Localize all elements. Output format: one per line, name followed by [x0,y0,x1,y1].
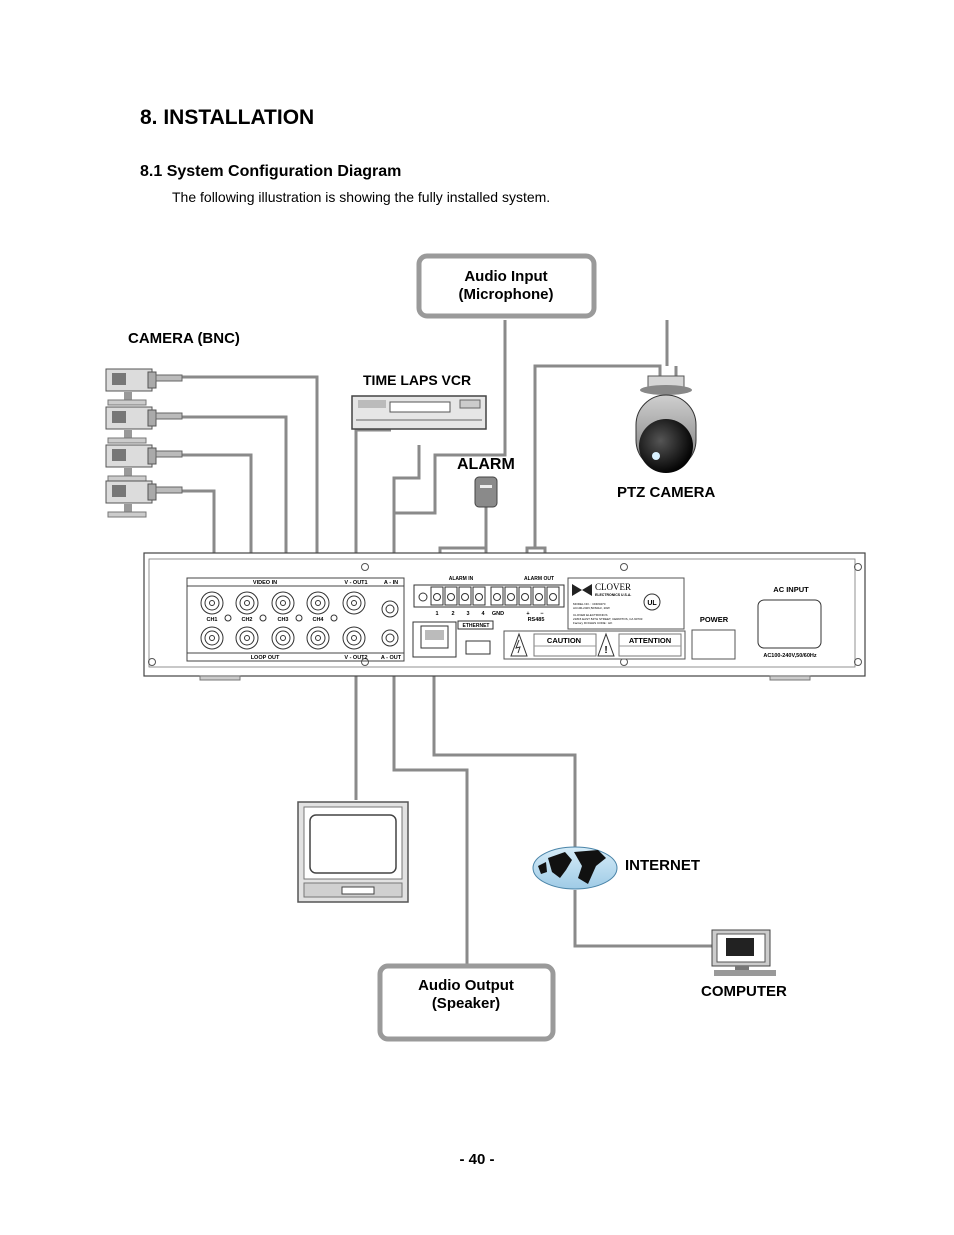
wire-ch3 [182,415,288,578]
alarm-label: ALARM [457,456,515,473]
ch3-label: CH3 [277,617,288,623]
panel-text: 4 [481,611,485,617]
panel-text: 3 [466,611,469,617]
panel-text: ELECTRONICS U.S.A. [595,593,631,597]
vcr-label: TIME LAPS VCR [363,372,471,388]
dvr-rear-panel: VIDEO IN V - OUT1 A - IN LOOP OUT V - OU… [143,552,866,681]
rs485-label: RS485 [528,617,545,623]
ac-rating-label: AC100-240V,50/60Hz [763,653,817,659]
wire-ch4 [182,375,319,578]
camera-icon [105,406,183,444]
caution-label: CAUTION [547,636,581,645]
panel-text: GND [492,611,504,617]
wire-vcr-vout1 [354,428,391,578]
panel-text: AC100-240V,50/60Hz, 20W [573,606,610,610]
camera-icon [105,480,183,518]
panel-text: UL [647,600,657,607]
ethernet-label: ETHERNET [463,623,490,629]
camera-bnc-label: CAMERA (BNC) [128,330,240,347]
clover-logo-icon [572,584,592,596]
camera-icon [105,444,183,482]
internet-label: INTERNET [625,857,700,874]
alarm-in-label: ALARM IN [449,576,474,582]
microphone-label: (Microphone) [459,286,554,303]
internet-globe-icon [532,846,618,890]
panel-text: 2 [451,611,454,617]
panel-text: MODEL NO. : CDR0470 [573,602,606,606]
page-heading: 8. INSTALLATION [140,106,315,129]
audio-output-label: Audio Output [418,977,514,994]
panel-text: − [540,611,543,617]
wire-vcr-ain [392,445,421,578]
v-out1-label: V - OUT1 [344,580,367,586]
attention-label: ATTENTION [629,636,671,645]
warning-exclamation-icon [597,632,615,657]
vcr-icon [351,395,487,430]
power-label: POWER [700,615,729,624]
ch2-label: CH2 [241,617,252,623]
ptz-camera-label: PTZ CAMERA [617,484,715,501]
wire-ch1 [182,489,216,578]
speaker-label: (Speaker) [432,995,500,1012]
panel-text: Factory ID:DHHS CODE : HK [573,621,612,625]
ac-input-label: AC INPUT [773,585,809,594]
monitor-icon [297,801,409,903]
panel-text: 1 [435,611,438,617]
computer-label: COMPUTER [701,983,787,1000]
ptz-camera-icon [635,375,697,473]
svg-text:!: ! [604,645,607,656]
panel-text: CLOVER ELECTRONICS [573,613,608,617]
power-switch [691,629,736,660]
ac-input-socket [757,599,822,649]
audio-output-box: Audio Output (Speaker) [377,963,556,1042]
audio-input-box: Audio Input (Microphone) [416,253,597,319]
loop-out-label: LOOP OUT [251,655,280,661]
wire-ch2 [182,453,253,578]
panel-text: 21815 EAST 84TH STREET, CERRITOS, CA 907… [573,617,643,621]
alarm-sensor-icon [474,476,498,508]
a-in-label: A - IN [384,580,398,586]
panel-text: + [526,611,529,617]
camera-icon [105,368,183,406]
wire-computer [573,890,729,955]
warning-lightning-icon [510,632,528,657]
v-out2-label: V - OUT2 [344,655,367,661]
intro-text: The following illustration is showing th… [172,189,551,205]
a-out-label: A - OUT [381,655,402,661]
audio-input-label: Audio Input [464,268,547,285]
computer-icon [711,929,776,976]
ul-mark-icon [643,593,661,611]
video-in-label: VIDEO IN [253,580,277,586]
wire-speaker [392,665,469,965]
bnc-connector [200,591,399,650]
wire-microphone [394,320,507,515]
page-number: - 40 - [459,1151,495,1168]
ch1-label: CH1 [206,617,217,623]
alarm-out-label: ALARM OUT [524,576,554,582]
wire-ptz-rs485 [533,364,662,548]
ch4-label: CH4 [312,617,324,623]
section-heading: 8.1 System Configuration Diagram [140,163,402,180]
brand-label: CLOVER [595,582,631,592]
terminal-block [413,584,565,608]
wire-ethernet [432,660,577,848]
